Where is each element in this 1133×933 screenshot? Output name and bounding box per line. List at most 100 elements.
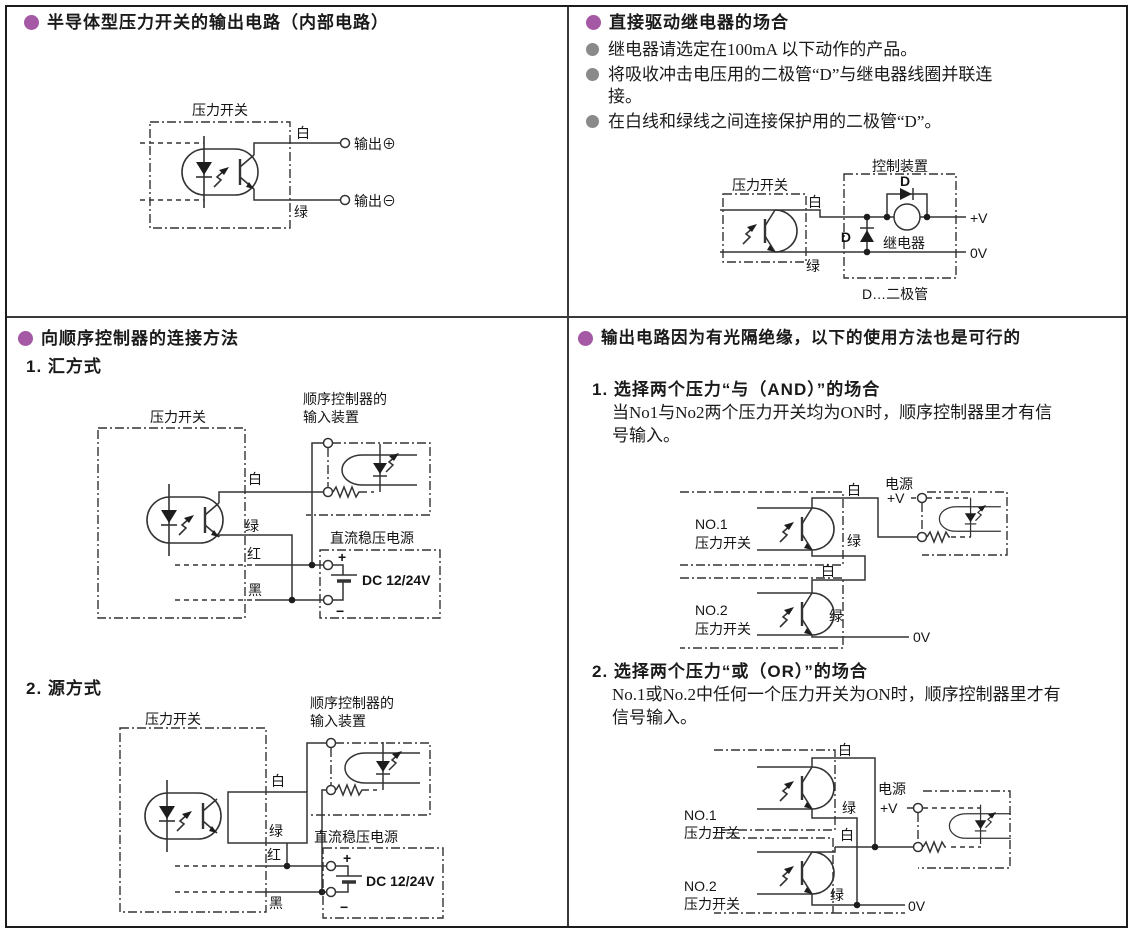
no1-label: NO.1 bbox=[684, 807, 717, 823]
minus-label: − bbox=[340, 899, 348, 915]
note-text: 将吸收冲击电压用的二极管“D”与继电器线圈并联连接。 bbox=[608, 65, 993, 106]
vplus-label: +V bbox=[880, 800, 898, 816]
panel-title: 直接驱动继电器的场合 bbox=[609, 13, 789, 32]
green-wire-label: 绿 bbox=[842, 800, 856, 816]
green-wire-label: 绿 bbox=[294, 204, 308, 220]
sequencer-input-box: 顺序控制器的 输入装置 bbox=[303, 391, 431, 516]
diode-label: D bbox=[900, 173, 910, 189]
sequencer-input-box: 电源 +V bbox=[885, 476, 1008, 556]
and-case-body: 当No1与No2两个压力开关均为ON时，顺序控制器里才有信号输入。 bbox=[612, 403, 1053, 445]
white-wire-label: 白 bbox=[821, 563, 835, 579]
pressure-switch-label: 压力开关 bbox=[145, 711, 201, 727]
or-case-body: No.1或No.2中任何一个压力开关为ON时，顺序控制器里才有信号输入。 bbox=[612, 685, 1061, 727]
page-border bbox=[5, 5, 1128, 928]
output-minus-label: 输出⊖ bbox=[354, 193, 396, 209]
dc-supply-label: 直流稳压电源 bbox=[314, 829, 398, 845]
zero-v-label: 0V bbox=[913, 629, 931, 645]
red-wire-label: 红 bbox=[247, 546, 261, 562]
or-circuit-diagram: NO.1 压力开关 NO.2 压力开关 白 绿 白 bbox=[684, 742, 1012, 914]
panel-relay-drive: 直接驱动继电器的场合 继电器请选定在100mA 以下动作的产品。 将吸收冲击电压… bbox=[568, 0, 1133, 317]
note-text: 在白线和绿线之间连接保护用的二极管“D”。 bbox=[608, 112, 942, 131]
source-method-heading: 2. 源方式 bbox=[26, 679, 102, 698]
sequencer-label-2: 输入装置 bbox=[303, 409, 359, 425]
white-wire-label: 白 bbox=[847, 482, 861, 498]
internal-circuit-diagram: 压力开关 白 绿 输出⊕ 输出⊖ bbox=[140, 102, 396, 229]
bullet-icon bbox=[586, 43, 599, 56]
panel-optoisolated-usage: 输出电路因为有光隔绝缘，以下的使用方法也是可行的 1. 选择两个压力“与（AND… bbox=[568, 317, 1133, 933]
vplus-label: +V bbox=[887, 490, 905, 506]
white-wire-label: 白 bbox=[840, 827, 854, 843]
white-wire-label: 白 bbox=[808, 194, 822, 210]
pressure-switch-label: 压力开关 bbox=[684, 896, 740, 912]
panel-sequencer-connection: 向顺序控制器的连接方法 1. 汇方式 压力开关 顺序控制器的 输入装置 bbox=[0, 317, 568, 933]
panel-internal-circuit: 半导体型压力开关的输出电路（内部电路） 压力开关 白 绿 输出⊕ 输出⊖ bbox=[0, 0, 568, 317]
and-circuit-diagram: NO.1 压力开关 NO.2 压力开关 白 绿 白 绿 0V 电 bbox=[680, 476, 1008, 649]
bullet-icon bbox=[586, 15, 601, 30]
pressure-switch-label: 压力开关 bbox=[150, 409, 206, 425]
white-wire-label: 白 bbox=[296, 125, 310, 141]
no2-pressure-switch: NO.2 压力开关 bbox=[680, 577, 844, 649]
output-plus-label: 输出⊕ bbox=[354, 136, 396, 152]
output-wires: 白 绿 输出⊕ 输出⊖ bbox=[253, 125, 396, 220]
pressure-switch-label: 压力开关 bbox=[695, 621, 751, 637]
sequencer-input-box: 顺序控制器的 输入装置 bbox=[310, 695, 431, 816]
no2-label: NO.2 bbox=[684, 878, 717, 894]
black-wire-label: 黑 bbox=[269, 895, 283, 911]
sequencer-label-1: 顺序控制器的 bbox=[310, 695, 394, 711]
plus-label: + bbox=[343, 850, 351, 866]
bullet-icon bbox=[578, 331, 593, 346]
panel-title: 向顺序控制器的连接方法 bbox=[41, 329, 239, 348]
vplus-label: +V bbox=[970, 210, 988, 226]
minus-label: − bbox=[336, 603, 344, 619]
bullet-icon bbox=[24, 15, 39, 30]
and-case-heading: 1. 选择两个压力“与（AND）”的场合 bbox=[592, 380, 881, 399]
plus-label: + bbox=[338, 549, 346, 565]
black-wire-label: 黑 bbox=[248, 582, 262, 598]
wiring: 白 绿 白 绿 0V bbox=[811, 742, 926, 914]
panel-title: 输出电路因为有光隔绝缘，以下的使用方法也是可行的 bbox=[601, 329, 1021, 347]
dc-value-label: DC 12/24V bbox=[366, 873, 435, 889]
no1-pressure-switch: NO.1 压力开关 bbox=[684, 749, 836, 841]
zero-v-label: 0V bbox=[908, 898, 926, 914]
red-wire-label: 红 bbox=[267, 847, 281, 863]
dc-power-supply: 直流稳压电源 + − DC 12/24V bbox=[314, 829, 444, 919]
green-wire-label: 绿 bbox=[269, 823, 283, 839]
power-label: 电源 bbox=[885, 476, 913, 492]
wiring: 白 绿 +V 0V bbox=[775, 194, 988, 274]
dc-supply-label: 直流稳压电源 bbox=[330, 530, 414, 546]
wiring: 白 绿 红 黑 bbox=[175, 742, 326, 911]
bullet-icon bbox=[586, 115, 599, 128]
protective-diode: D bbox=[841, 213, 874, 256]
white-wire-label: 白 bbox=[271, 773, 285, 789]
pressure-switch-box: 压力开关 bbox=[119, 711, 308, 913]
sink-method-heading: 1. 汇方式 bbox=[26, 357, 102, 376]
pressure-switch-label: 压力开关 bbox=[695, 535, 751, 551]
bullet-icon bbox=[586, 68, 599, 81]
horizontal-divider bbox=[7, 316, 1126, 318]
panel-title: 半导体型压力开关的输出电路（内部电路） bbox=[47, 13, 389, 32]
no2-label: NO.2 bbox=[695, 602, 728, 618]
pressure-switch-label: 压力开关 bbox=[192, 102, 248, 118]
power-label: 电源 bbox=[878, 781, 906, 797]
white-wire-label: 白 bbox=[248, 471, 262, 487]
green-wire-label: 绿 bbox=[830, 887, 844, 903]
relay-notes: 继电器请选定在100mA 以下动作的产品。 将吸收冲击电压用的二极管“D”与继电… bbox=[586, 39, 1010, 133]
wiring: 白 绿 白 绿 0V bbox=[811, 482, 931, 645]
sequencer-input-box: 电源 +V bbox=[878, 781, 1012, 869]
diode-legend: D…二极管 bbox=[862, 286, 928, 302]
wiring: 白 绿 红 黑 bbox=[175, 442, 323, 604]
sequencer-label-1: 顺序控制器的 bbox=[303, 391, 387, 407]
optocoupler-icon bbox=[140, 134, 260, 210]
pressure-switch-label: 压力开关 bbox=[732, 177, 788, 193]
control-device-box: 控制装置 bbox=[843, 158, 957, 279]
or-case-heading: 2. 选择两个压力“或（OR）”的场合 bbox=[592, 662, 868, 681]
pressure-switch-label: 压力开关 bbox=[684, 825, 740, 841]
source-circuit-diagram: 压力开关 顺序控制器的 输入装置 bbox=[119, 695, 444, 919]
green-wire-label: 绿 bbox=[806, 258, 820, 274]
sink-circuit-diagram: 压力开关 顺序控制器的 输入装置 bbox=[97, 391, 441, 619]
green-wire-label: 绿 bbox=[245, 518, 259, 534]
dc-value-label: DC 12/24V bbox=[362, 572, 431, 588]
green-wire-label: 绿 bbox=[847, 533, 861, 549]
zero-v-label: 0V bbox=[970, 245, 988, 261]
